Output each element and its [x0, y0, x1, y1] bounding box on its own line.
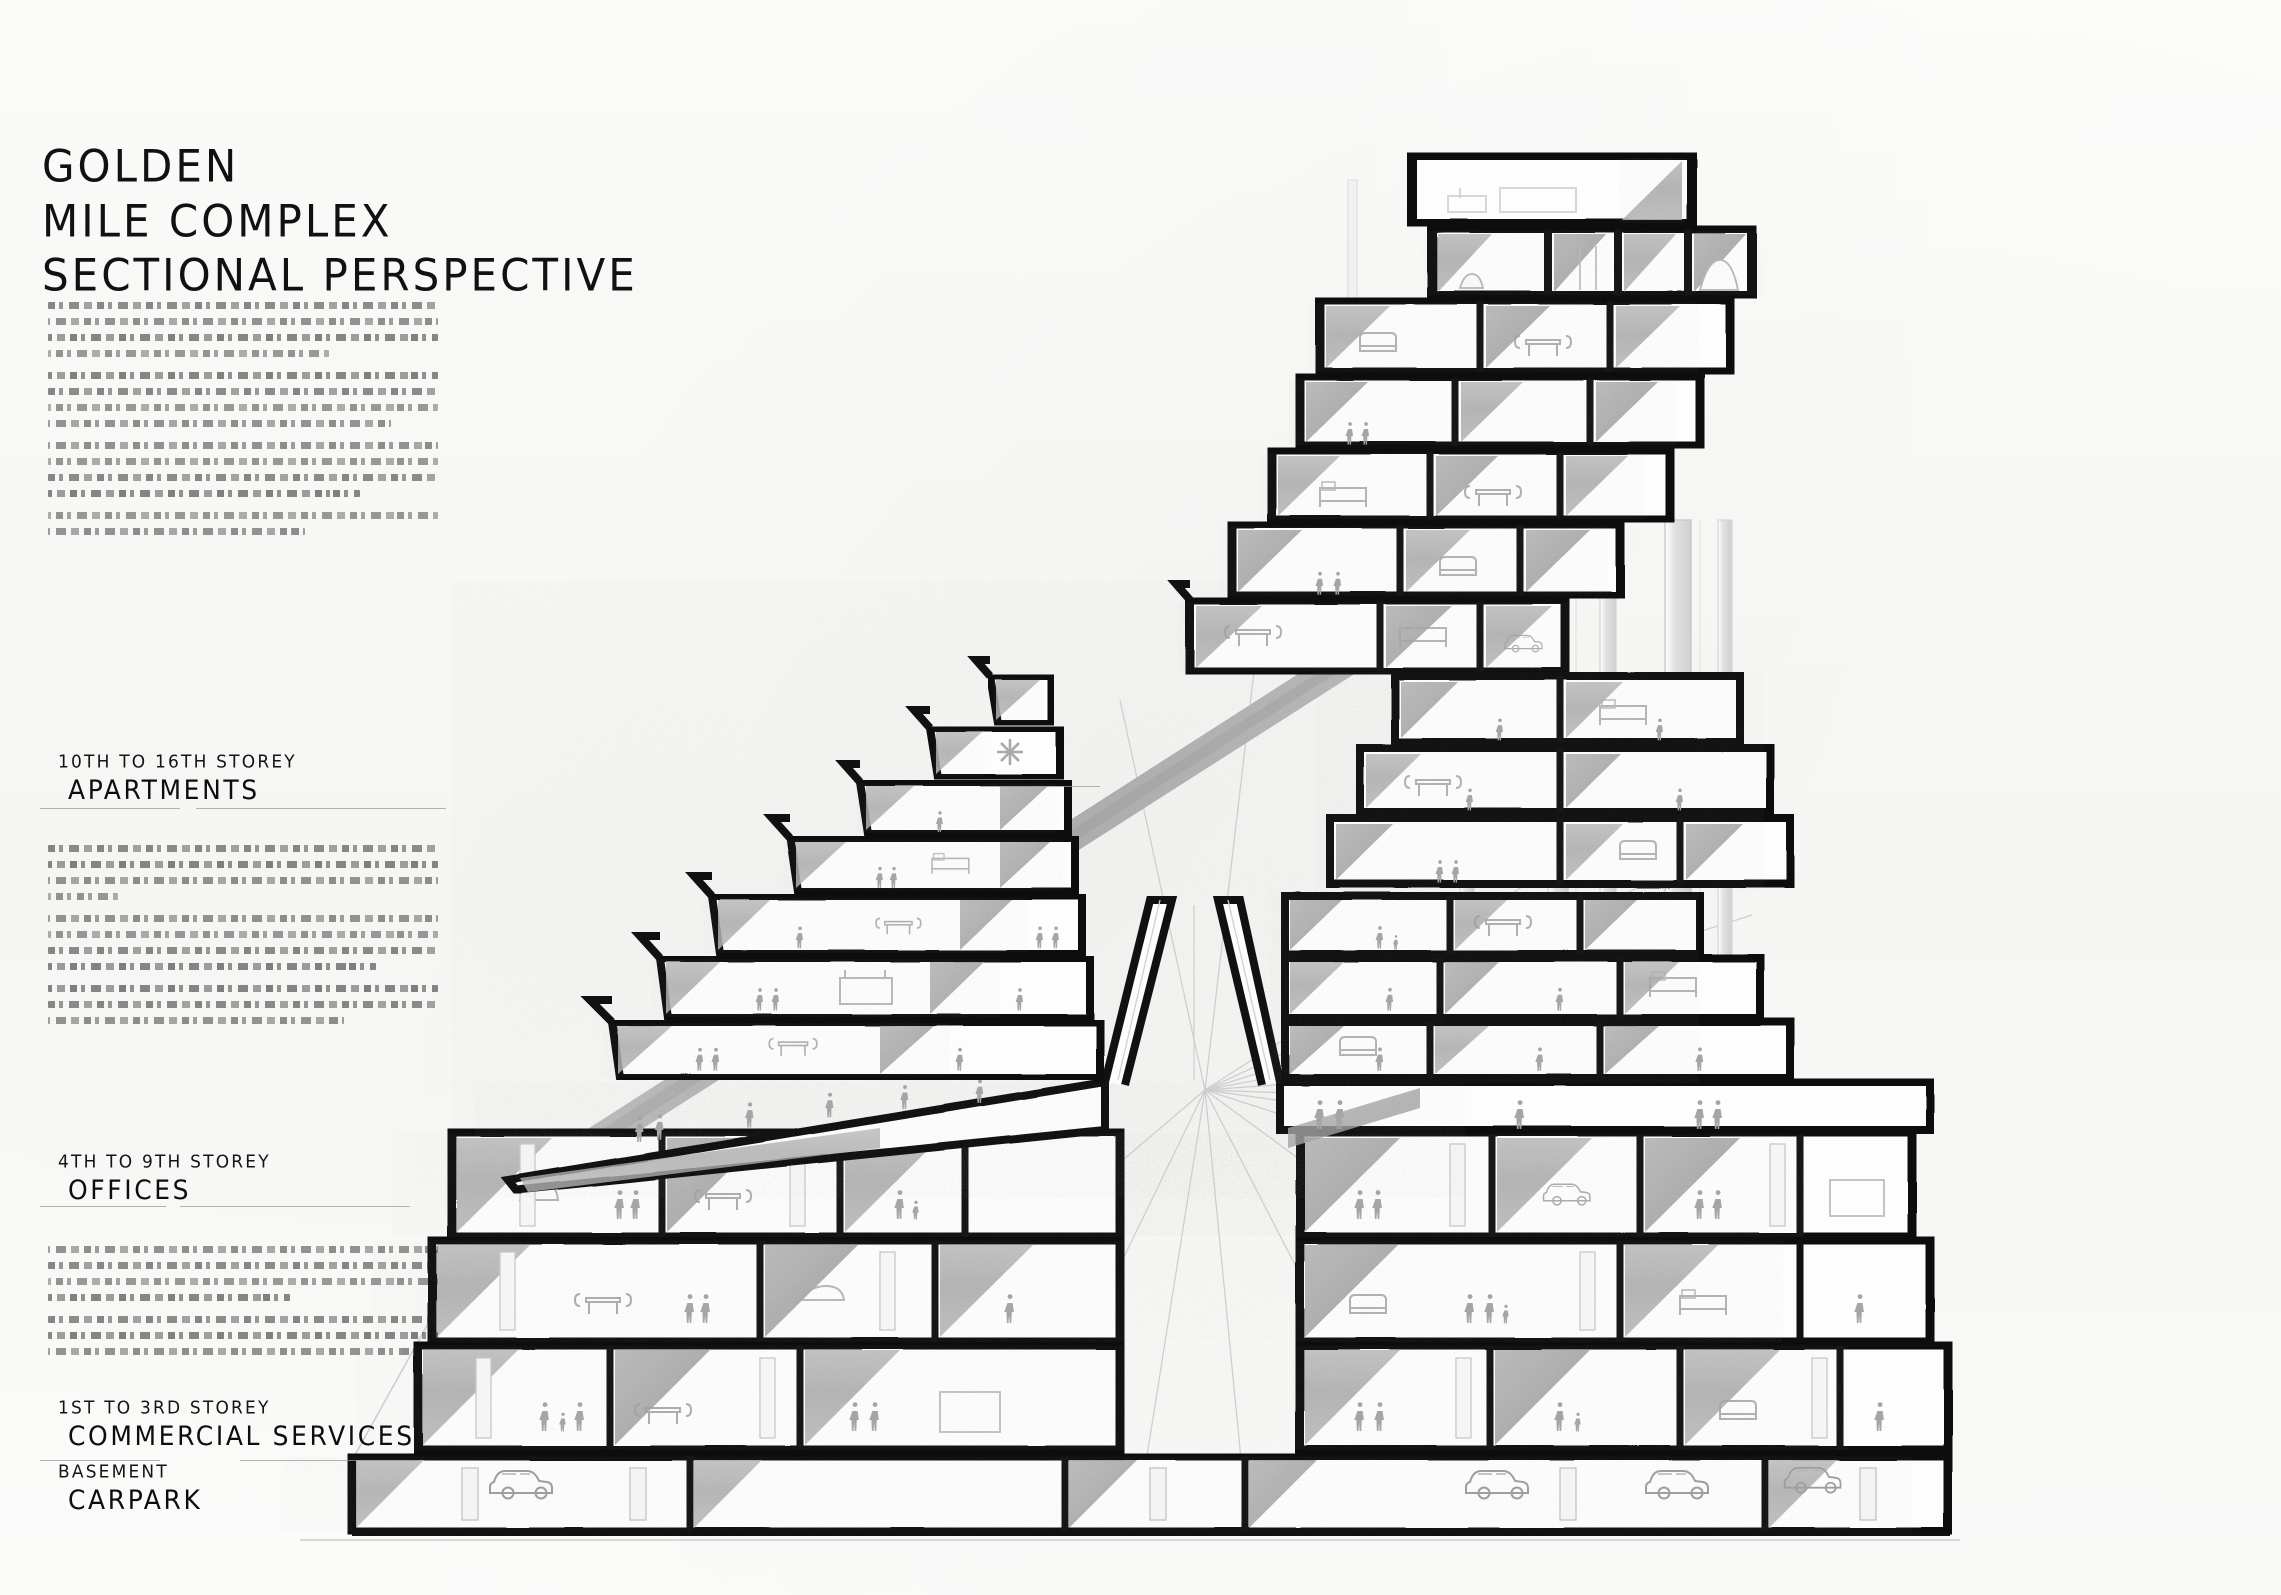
leader-line: [980, 786, 1100, 787]
paragraph: [48, 372, 438, 427]
leader-line: [40, 1206, 166, 1207]
leader-line: [40, 1460, 160, 1461]
basement-carpark: [347, 1451, 1953, 1537]
paragraph: [48, 985, 438, 1024]
paragraph: [48, 915, 438, 970]
leader-line: [40, 808, 180, 809]
paragraph: [48, 845, 438, 900]
paragraph: [48, 512, 438, 535]
description-text-block-2: [48, 845, 438, 1039]
annotation-program: COMMERCIAL SERVICES: [68, 1421, 415, 1452]
annotation-storey-range: BASEMENT: [58, 1462, 169, 1483]
shop-furniture: [634, 1391, 1757, 1433]
paragraph: [48, 442, 438, 497]
annotation-program: APARTMENTS: [68, 775, 260, 806]
title-block: GOLDEN MILE COMPLEX SECTIONAL PERSPECTIV…: [42, 138, 802, 302]
annotation-offices: 4TH TO 9TH STOREY OFFICES: [58, 1152, 271, 1206]
atrium-void: [1101, 896, 1284, 1086]
annotation-program: CARPARK: [68, 1485, 203, 1516]
planting-glyph: [1458, 259, 1740, 291]
paragraph: [48, 302, 438, 357]
paragraph: [48, 1316, 438, 1355]
paragraph: [48, 1246, 438, 1301]
commercial-level-1: [413, 1340, 1953, 1455]
ceiling-fixture-starburst: [997, 739, 1023, 765]
office-terraces: [607, 672, 1104, 1082]
annotation-storey-range: 4TH TO 9TH STOREY: [58, 1152, 271, 1173]
annotation-carpark: BASEMENT CARPARK: [58, 1462, 203, 1516]
description-text-block-3: [48, 1246, 438, 1370]
ground-line: [300, 1532, 1960, 1541]
penthouse-furniture: [1447, 187, 1577, 213]
title-line-2: MILE COMPLEX: [42, 194, 393, 247]
leader-line: [196, 808, 446, 809]
commercial-level-2: [427, 1235, 1935, 1347]
carpark-columns: [461, 1467, 1877, 1521]
leader-line: [240, 1460, 420, 1461]
tower-right-slabs: [1326, 672, 1794, 888]
right-terraces: [1281, 892, 1794, 1082]
title-line-3: SECTIONAL PERSPECTIVE: [42, 249, 638, 302]
annotation-program: OFFICES: [68, 1175, 192, 1206]
annotation-storey-range: 1ST TO 3RD STOREY: [58, 1398, 271, 1419]
atrium-void-lines: [1117, 899, 1271, 1081]
annotation-apartments: 10TH TO 16TH STOREY APARTMENTS: [58, 752, 297, 806]
description-text-block-1: [48, 302, 438, 550]
annotation-storey-range: 10TH TO 16TH STOREY: [58, 752, 297, 773]
cantilever-edges: [580, 580, 1194, 1025]
leader-line: [180, 1206, 410, 1207]
title-line-1: GOLDEN: [42, 140, 240, 193]
level1-columns: [475, 1357, 1828, 1439]
commercial-level-3: [447, 1127, 1917, 1242]
atrium-concourse: [500, 1077, 1934, 1195]
apartment-tower: [1185, 150, 1757, 677]
annotation-commercial: 1ST TO 3RD STOREY COMMERCIAL SERVICES: [58, 1398, 415, 1452]
